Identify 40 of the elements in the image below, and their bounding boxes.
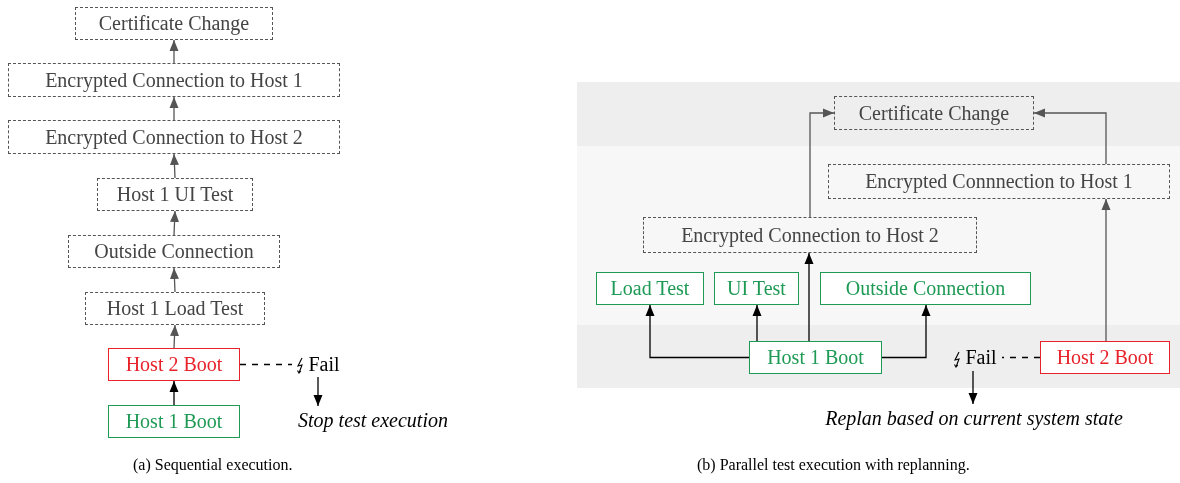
arrow: [170, 324, 179, 349]
passed-step-box: Host 1 Boot: [108, 405, 240, 438]
arrow: [752, 304, 762, 342]
pending-step-box: Certificate Change: [834, 96, 1034, 130]
arrow: [169, 96, 179, 121]
arrow: [809, 108, 835, 218]
figure-caption: (a) Sequential execution.: [133, 456, 293, 474]
arrow: [313, 376, 323, 407]
passed-step-box: Host 1 Boot: [749, 341, 882, 374]
fail-label: Fail: [308, 352, 340, 376]
pending-step-box: Encrypted Connection to Host 1: [8, 63, 340, 97]
figure-caption: (b) Parallel test execution with replanning.: [697, 456, 970, 474]
arrow: [968, 370, 978, 405]
dashed-connector: [1001, 356, 1041, 359]
passed-step-box: Outside Connection: [820, 272, 1031, 305]
arrow: [169, 380, 179, 406]
passed-step-box: UI Test: [714, 272, 799, 305]
pending-step-box: Encrypted Connection to Host 2: [643, 217, 977, 253]
pending-step-box: Certificate Change: [75, 7, 273, 40]
pending-step-box: Host 1 UI Test: [97, 178, 253, 211]
pending-step-box: Host 1 Load Test: [85, 292, 265, 325]
pending-step-box: Outside Connection: [68, 235, 280, 268]
arrow: [169, 267, 179, 293]
arrow: [1033, 108, 1107, 165]
failed-step-box: Host 2 Boot: [108, 348, 240, 381]
arrow: [881, 304, 931, 359]
arrow: [169, 39, 179, 64]
pending-step-box: Encrypted Connnection to Host 1: [828, 164, 1170, 199]
fail-label: Fail: [965, 346, 997, 369]
arrow: [170, 210, 180, 236]
failed-step-box: Host 2 Boot: [1040, 341, 1170, 374]
outcome-note: Stop test execution: [282, 406, 464, 434]
arrow: [1101, 198, 1111, 342]
outcome-note: Replan based on current system state: [798, 404, 1150, 432]
passed-step-box: Load Test: [596, 272, 704, 305]
pending-step-box: Encrypted Connection to Host 2: [8, 120, 340, 154]
arrow: [804, 252, 814, 342]
arrow: [169, 153, 179, 179]
arrow: [645, 304, 750, 359]
dashed-connector: [239, 363, 293, 366]
